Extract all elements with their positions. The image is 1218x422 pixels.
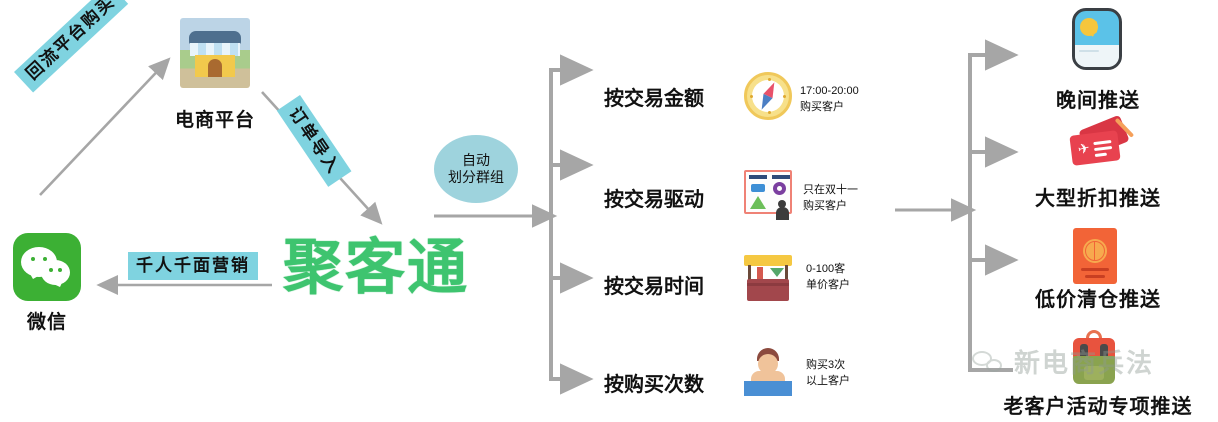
market-stall-icon [744,253,792,303]
billboard-icon [744,170,792,220]
jukotong-logo: 聚客通 [283,234,469,301]
watermark: 新电商兵法 [972,343,1154,380]
edge-label-reflow: 回流平台购买 [14,0,128,93]
segment-label-3: 按交易时间 [604,276,704,298]
push-label-4: 老客户活动专项推送 [1003,396,1193,418]
segment-note-2-line2: 购买客户 [803,200,847,212]
segment-label-1: 按交易金额 [604,88,704,110]
wechat-outline-icon [972,349,1006,375]
compass-icon [744,72,792,120]
shop-icon [180,18,250,88]
arrow-reflow [39,57,171,196]
segment-note-1-line1: 17:00-20:00 [800,85,859,97]
edge-label-marketing: 千人千面营销 [128,252,258,280]
push-label-1: 晚间推送 [1056,90,1140,112]
segment-note-4-line2: 以上客户 [806,375,850,387]
segment-note-2-line1: 只在双十一 [803,184,858,196]
backpack-icon [1068,330,1120,388]
sunny-beach-icon [1072,8,1122,70]
auto-grouping-line2: 划分群组 [448,169,504,185]
segment-note-3-line1: 0-100客 [806,263,846,275]
segment-label-2: 按交易驱动 [604,189,704,211]
airline-tickets-icon: ✈ [1068,114,1135,168]
passport-icon [1073,228,1117,284]
push-label-2: 大型折扣推送 [1035,188,1161,210]
segment-note-3-line2: 单价客户 [806,279,850,291]
shop-label: 电商平台 [174,110,255,131]
wechat-icon [13,233,81,301]
segment-note-1-line2: 购买客户 [800,101,844,113]
auto-grouping-line1: 自动 [462,151,490,168]
segment-label-4: 按购买次数 [604,374,704,396]
watermark-text: 新电商兵法 [1014,348,1155,378]
wechat-label: 微信 [26,312,67,333]
edge-label-order: 订单导入 [277,95,352,187]
swimmer-person-icon [744,348,792,398]
segment-note-4-line1: 购买3次 [806,359,846,371]
auto-grouping-node: 自动 划分群组 [434,135,518,203]
push-label-3: 低价清仓推送 [1035,289,1161,311]
